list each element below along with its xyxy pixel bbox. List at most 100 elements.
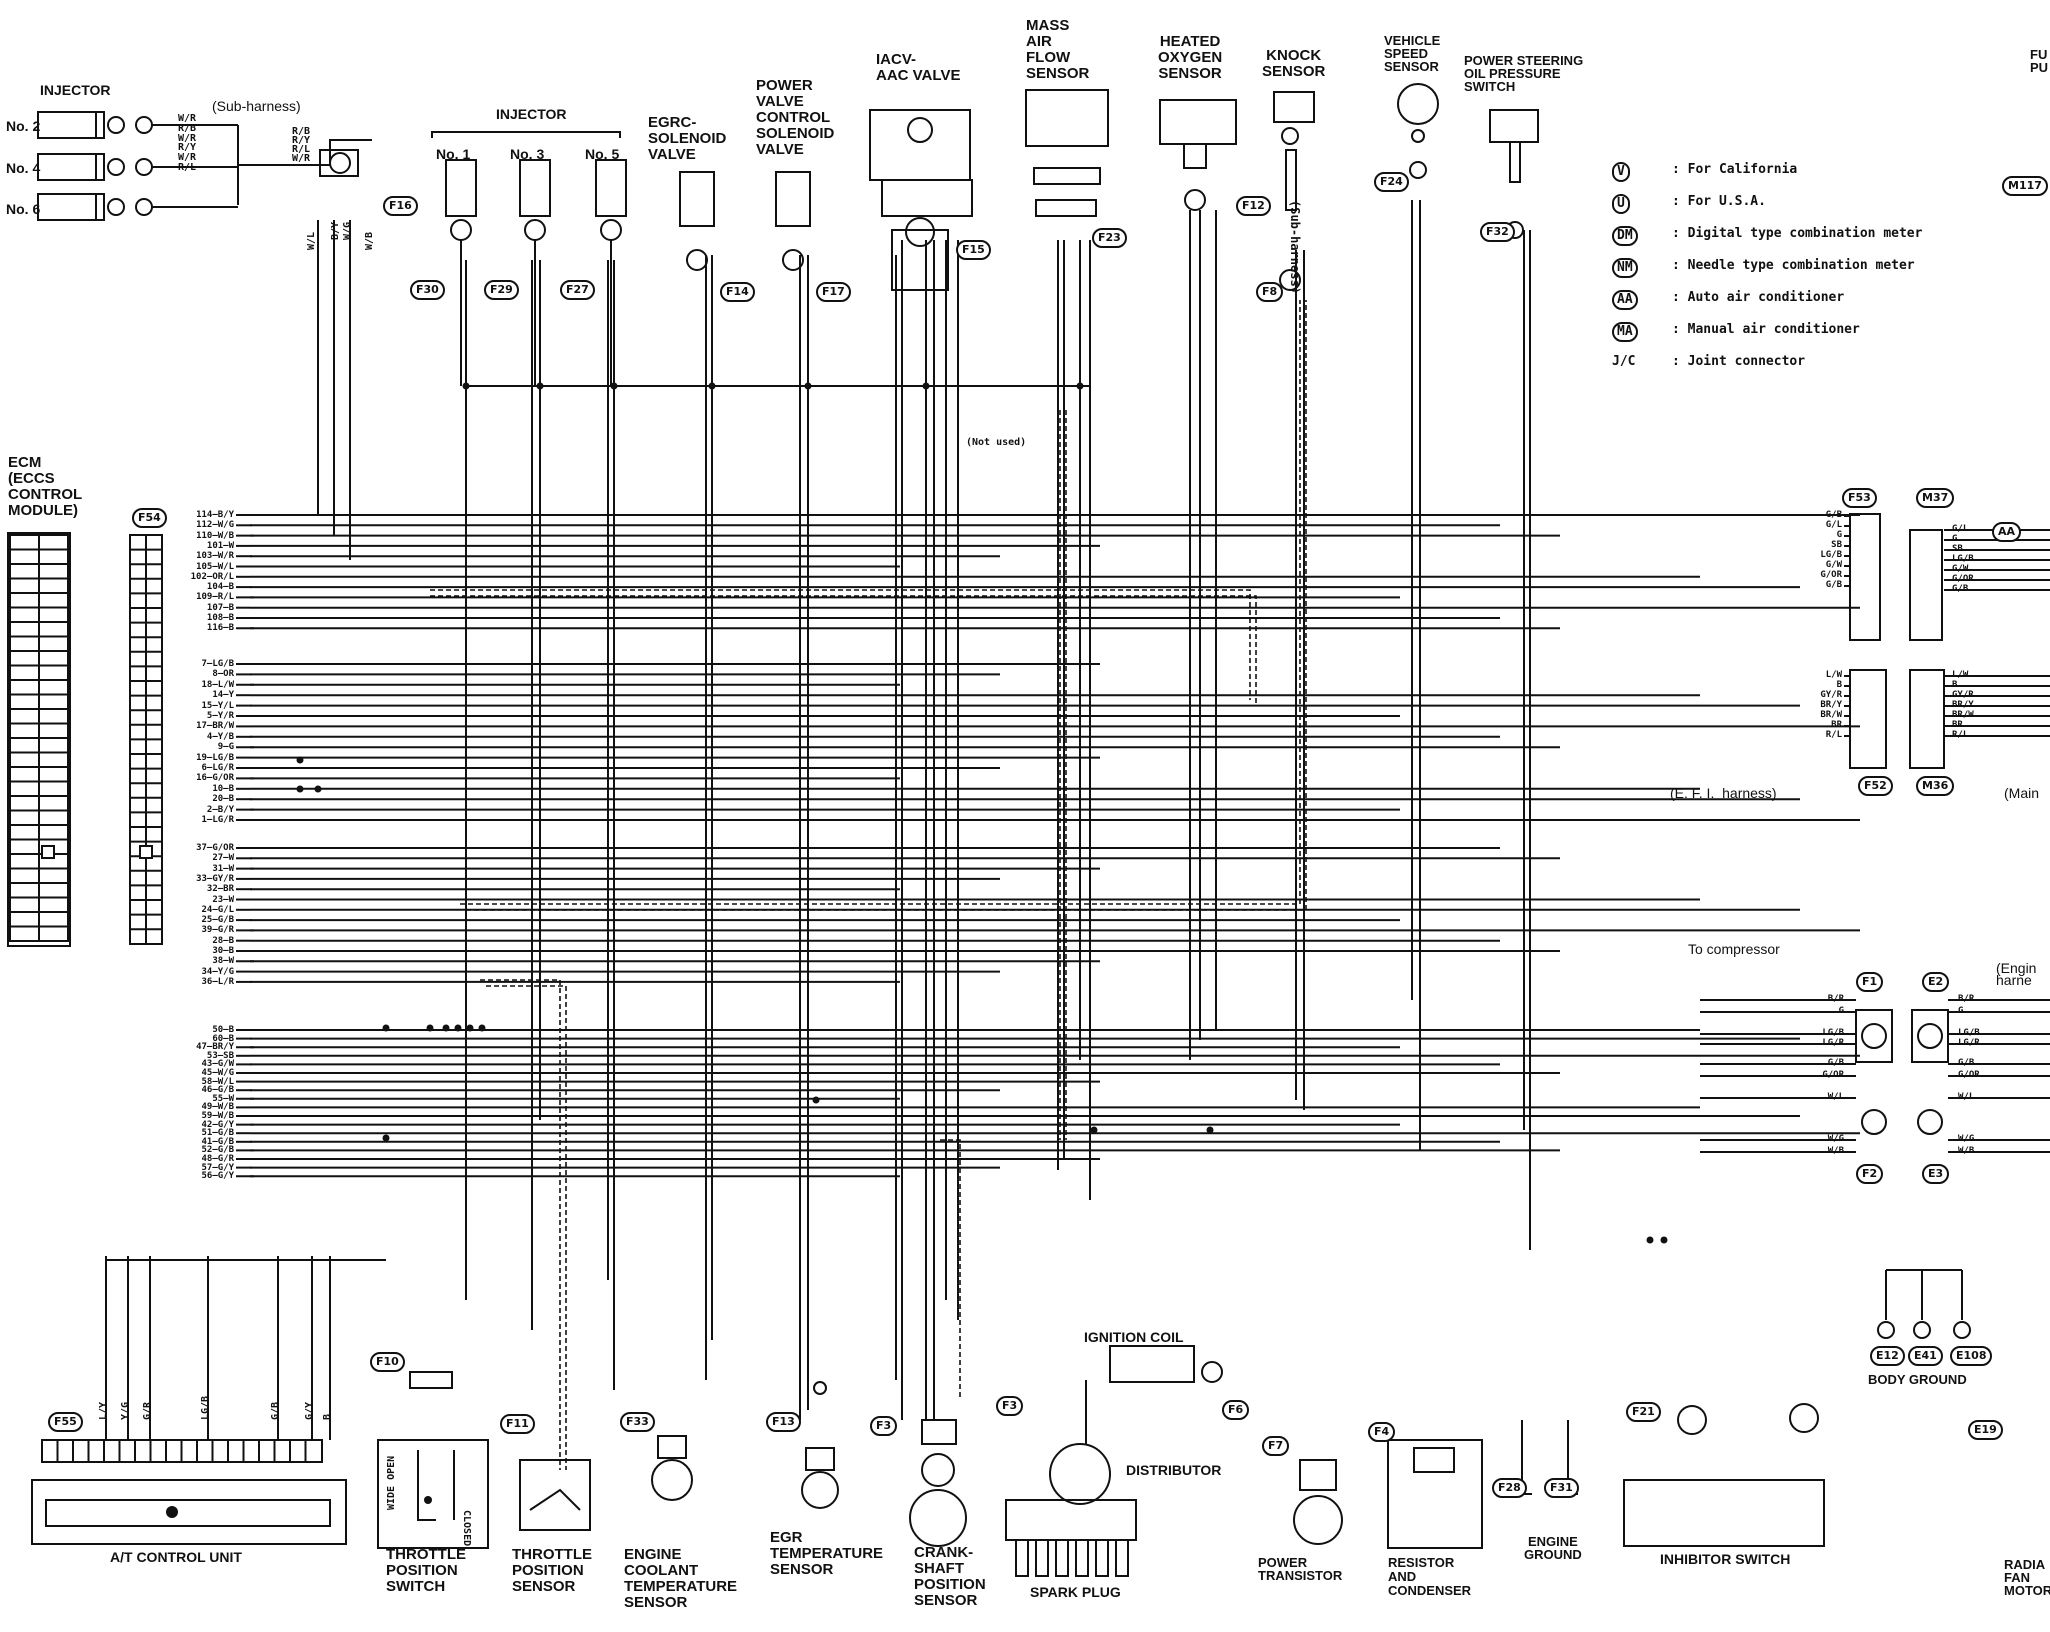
spark-plug bbox=[1115, 1539, 1129, 1577]
ecm-pin-label: 116—B bbox=[206, 623, 234, 634]
comp-pin-label-r: G/OR bbox=[1958, 1070, 1980, 1080]
comp-pin-label-r: W/G bbox=[1958, 1134, 1975, 1144]
ecm-pin-cell bbox=[38, 606, 69, 623]
ecm-pin-cell bbox=[38, 896, 69, 913]
efi-pin-label: G/W bbox=[1825, 560, 1842, 570]
inhibitor-label: INHIBITOR SWITCH bbox=[1660, 1551, 1791, 1567]
ecm-pin-cell bbox=[9, 824, 40, 841]
injector-left-title: INJECTOR bbox=[40, 82, 111, 98]
o2-body bbox=[1159, 99, 1237, 145]
closed-label: CLOSED bbox=[461, 1510, 472, 1547]
connector-tag: F2 bbox=[1856, 1164, 1884, 1184]
legend-symbol: J/C bbox=[1612, 354, 1636, 369]
injector-no2: No. 2 bbox=[6, 118, 41, 134]
efi-pin-label: G/B bbox=[1825, 580, 1842, 590]
main-pin-label: L/W bbox=[1952, 670, 1969, 680]
crank-conn bbox=[921, 1419, 957, 1445]
ecm-pin-label: 32—BR bbox=[206, 884, 234, 895]
at-wire-color: G/R bbox=[142, 1401, 153, 1420]
legend-symbol: V bbox=[1612, 162, 1630, 182]
crank-label: CRANK- SHAFT POSITION SENSOR bbox=[914, 1544, 986, 1609]
connector-tag: F54 bbox=[132, 508, 167, 528]
knock-lead bbox=[1285, 149, 1297, 211]
connector-tag: M117 bbox=[2002, 176, 2048, 196]
ecm-pin-cell bbox=[38, 780, 69, 797]
comp-pin-label: G/OR bbox=[1822, 1070, 1844, 1080]
ecm-pin-label: 109—R/L bbox=[196, 592, 234, 603]
connector-tag: AA bbox=[1992, 522, 2022, 542]
main-pin-label: G bbox=[1952, 534, 1958, 544]
crank-top bbox=[921, 1453, 955, 1487]
legend-text: : Joint connector bbox=[1672, 354, 1806, 369]
f16-wire-color: R/B bbox=[292, 126, 311, 137]
maf-body bbox=[1025, 89, 1109, 147]
connector-tag: F52 bbox=[1858, 776, 1893, 796]
pso-label: POWER STEERING OIL PRESSURE SWITCH bbox=[1464, 53, 1584, 94]
ecm-pin-cell bbox=[9, 606, 40, 623]
connector-tag: F6 bbox=[1222, 1400, 1250, 1420]
connector-tag: F7 bbox=[1262, 1436, 1290, 1456]
ecm-pin-cell bbox=[38, 882, 69, 899]
junction-dot bbox=[536, 382, 544, 390]
top-wire-color: W/R bbox=[178, 113, 197, 124]
ecm-pin-label: 25—G/B bbox=[201, 915, 234, 926]
ecm-pin-label: 24—G/L bbox=[201, 904, 234, 915]
top-wire-color: R/B bbox=[178, 122, 197, 134]
injector-no3: No. 3 bbox=[510, 146, 545, 162]
main-pin-label: BR/Y bbox=[1952, 700, 1974, 710]
efi-pin-label: BR/W bbox=[1820, 710, 1842, 720]
ecm-pin-label: 28—B bbox=[212, 935, 234, 946]
shield-wire bbox=[430, 595, 1257, 706]
ecm-pin-label: 45—W/G bbox=[201, 1068, 234, 1078]
junction-dot bbox=[1646, 1236, 1654, 1244]
f2-ring bbox=[1861, 1109, 1887, 1135]
injector-tab bbox=[95, 193, 105, 221]
coil-plug bbox=[1201, 1361, 1223, 1383]
main-pin-label: R/L bbox=[1952, 730, 1969, 740]
ecm-pin-cell bbox=[38, 809, 69, 826]
ecm-pin-cell bbox=[38, 737, 69, 754]
main-pin-label: LG/B bbox=[1952, 554, 1974, 564]
knock-label: KNOCK SENSOR bbox=[1262, 47, 1326, 80]
connector-tag: E19 bbox=[1968, 1420, 2003, 1440]
ecm-pin-label: 18—L/W bbox=[201, 679, 234, 690]
ecm-pin-label: 50—B bbox=[212, 1025, 234, 1035]
e3-ring bbox=[1917, 1109, 1943, 1135]
injector-plug bbox=[450, 219, 472, 241]
connector-tag: F53 bbox=[1842, 488, 1877, 508]
maf-conn bbox=[1033, 167, 1101, 185]
main-pin-label: SB bbox=[1952, 544, 1963, 554]
shield-wire bbox=[430, 589, 1251, 700]
ecm-pin-label: 4—Y/B bbox=[206, 731, 234, 742]
connector-tag: F8 bbox=[1256, 282, 1284, 302]
ecm-pin-cell bbox=[9, 766, 40, 783]
shield-wire bbox=[460, 300, 1301, 905]
injector-body bbox=[445, 159, 477, 217]
not-used-label: (Not used) bbox=[966, 437, 1027, 448]
shield-wire bbox=[486, 985, 567, 1470]
ecm-pin-label: 36—L/R bbox=[201, 976, 234, 987]
ecm-pin-cell bbox=[38, 722, 69, 739]
ign-coil-label: IGNITION COIL bbox=[1084, 1329, 1184, 1345]
tps-switch-contact bbox=[417, 1450, 436, 1521]
junction-dot bbox=[382, 1024, 390, 1032]
ecm-pin-label: 10—B bbox=[212, 783, 234, 794]
to-compressor-label: To compressor bbox=[1688, 941, 1780, 957]
ect-label: ENGINE COOLANT TEMPERATURE SENSOR bbox=[624, 1546, 738, 1611]
ecm-pin-label: 58—W/L bbox=[201, 1076, 234, 1087]
efi-pin-label: BR/Y bbox=[1820, 700, 1842, 710]
at-unit-body bbox=[31, 1479, 347, 1545]
legend-text: : Auto air conditioner bbox=[1672, 290, 1845, 305]
iacv-body bbox=[869, 109, 971, 181]
connector-tag: F15 bbox=[956, 240, 991, 260]
ecm-pin-label: 34—Y/G bbox=[201, 966, 234, 977]
at-inner bbox=[45, 1499, 331, 1527]
ecm-pin-label: 39—G/R bbox=[201, 925, 234, 936]
f16-wire-color: R/L bbox=[292, 144, 311, 155]
ecm-pin-label: 102—OR/L bbox=[190, 571, 234, 582]
f1-body bbox=[1855, 1009, 1893, 1063]
injector-body bbox=[37, 111, 97, 139]
m37-body bbox=[1909, 529, 1943, 641]
connector-tag: F4 bbox=[1368, 1422, 1396, 1442]
at-wire-color: Y/G bbox=[120, 1401, 131, 1420]
